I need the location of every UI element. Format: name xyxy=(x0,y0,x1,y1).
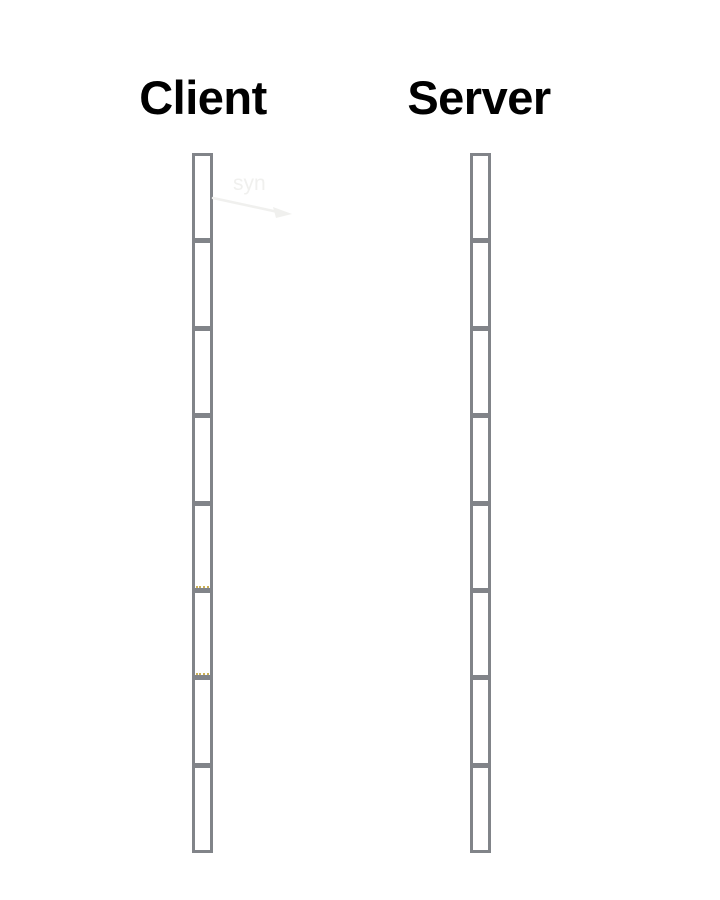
activation-bar-client xyxy=(192,153,213,853)
activation-segment-server-3 xyxy=(470,327,491,417)
activation-segment-client-8 xyxy=(192,764,213,853)
activation-bar-server xyxy=(470,153,491,853)
activation-segment-client-5 xyxy=(192,502,213,591)
activation-segment-client-2 xyxy=(192,240,213,329)
activation-segment-server-6 xyxy=(470,589,491,679)
activation-segment-server-2 xyxy=(470,240,491,329)
activation-segment-server-8 xyxy=(470,764,491,853)
lifeline-title-client: Client xyxy=(139,71,267,124)
activation-segment-client-3 xyxy=(192,327,213,417)
activation-segment-client-6 xyxy=(192,589,213,679)
activation-segment-server-7 xyxy=(470,677,491,766)
lifeline-title-server: Server xyxy=(407,71,551,124)
activation-segment-client-7 xyxy=(192,677,213,766)
activation-segment-server-4 xyxy=(470,415,491,504)
activation-segment-server-5 xyxy=(470,502,491,591)
activation-segment-server-1 xyxy=(470,153,491,242)
message-label-syn: syn xyxy=(233,172,266,195)
activation-segment-client-1 xyxy=(192,153,213,242)
message-arrow-icon xyxy=(211,196,292,218)
activation-segment-client-4 xyxy=(192,415,213,504)
